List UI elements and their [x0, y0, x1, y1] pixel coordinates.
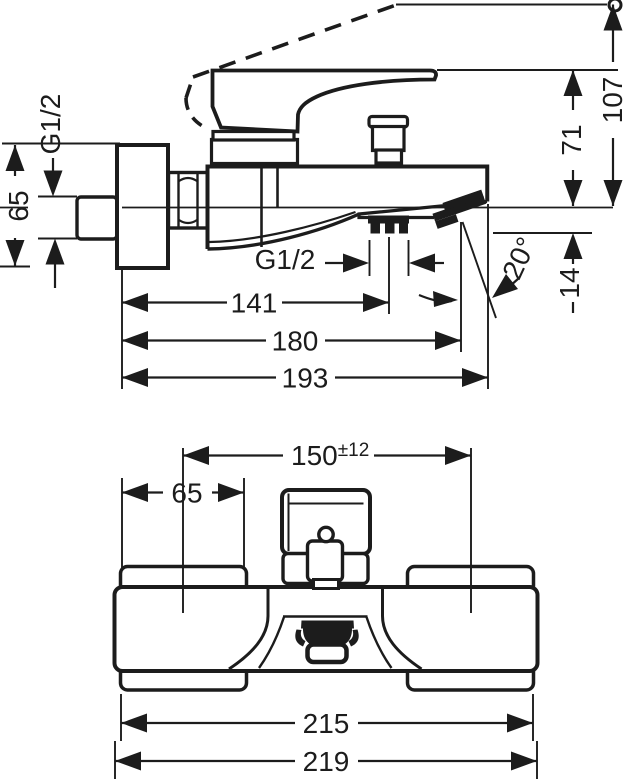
side-extension-lines [0, 3, 618, 389]
side-view-labels: G1/2 65 G1/2 141 180 193 71 107 20° 14 [3, 77, 628, 394]
dim-escutcheon-width-label: 65 [171, 477, 202, 508]
side-dimension-arrows [5, 4, 623, 387]
handle-stem [305, 539, 345, 583]
handle-front [280, 488, 372, 590]
dim-inlet-thread-label: G1/2 [35, 94, 66, 155]
spout-aerator [432, 189, 487, 229]
indicator-dot [317, 525, 335, 544]
dim-total-projection-label: 193 [282, 362, 329, 393]
dim-handle-height-label: 71 [556, 124, 587, 155]
dim-aerator-drop-label: 14 [554, 267, 585, 298]
front-dimension-arrows [115, 446, 537, 771]
lever-handle [210, 68, 438, 134]
front-dimension-lines [115, 454, 537, 763]
dim-wall-to-aerator-label: 180 [272, 325, 319, 356]
handle-cap [209, 129, 300, 166]
dim-connection-centers-label: 150±12 [291, 440, 369, 471]
dim-spout-angle-label: 20° [496, 232, 542, 283]
handle-stem-foot [312, 578, 340, 590]
inlet-pipe [75, 195, 119, 241]
handle-tip-marker [607, 0, 623, 13]
wall-escutcheon [115, 143, 170, 270]
lever-handle-raised-outline [184, 3, 397, 130]
front-view-labels: 150±12 65 215 219 [171, 440, 369, 777]
side-view [0, 0, 623, 389]
dim-body-width-label: 215 [303, 708, 350, 739]
dim-wall-to-outlet-label: 141 [231, 287, 278, 318]
dim-total-width-label: 219 [303, 746, 350, 777]
spout-front [295, 620, 359, 665]
diverter-knob [367, 114, 410, 165]
dim-outlet-thread-label: G1/2 [255, 244, 316, 275]
dim-escutcheon-diameter-label: 65 [3, 190, 34, 221]
union-nut [166, 170, 210, 230]
outlet-nipple [368, 215, 409, 234]
side-dimension-lines [13, 4, 615, 379]
aerator-ring-front [305, 642, 349, 665]
front-view [112, 446, 540, 779]
dim-max-height-label: 107 [597, 77, 628, 124]
spout-niche [228, 589, 423, 671]
